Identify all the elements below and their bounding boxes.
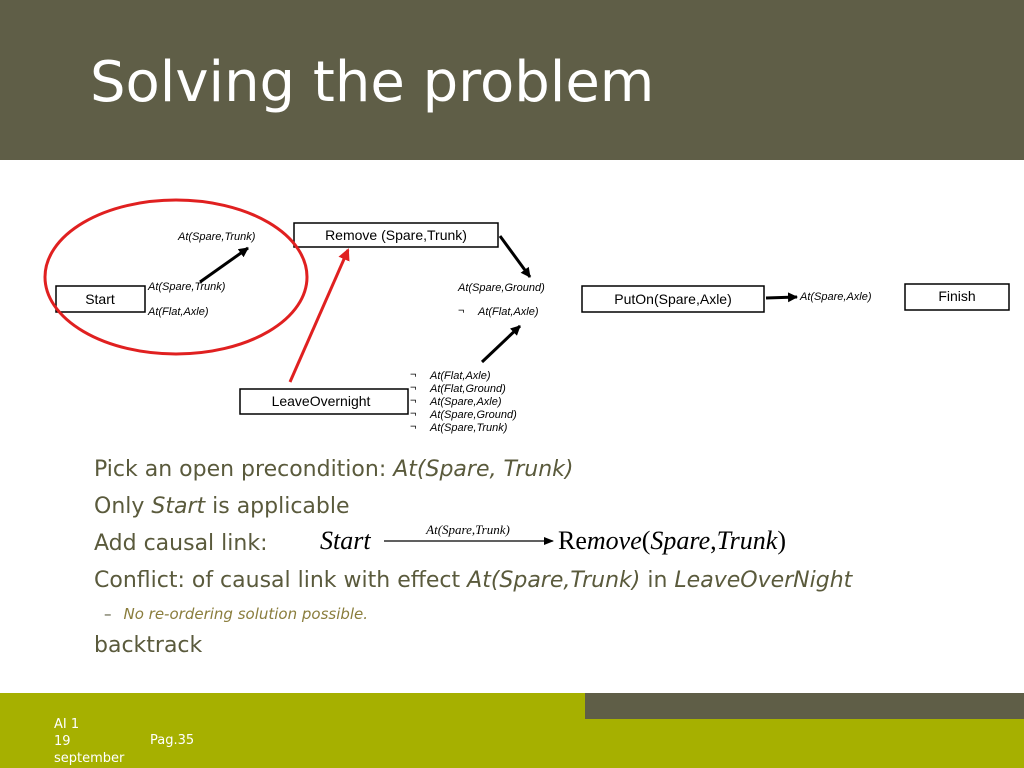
conflict-effect-term: At(Spare,Trunk) (467, 568, 641, 593)
bullet-only-start: Only Start is applicable (94, 494, 350, 519)
start-node (55, 285, 146, 313)
slide-title: Solving the problem (90, 50, 655, 115)
pick-precondition-term: At(Spare, Trunk) (393, 457, 574, 482)
remove-node (293, 222, 499, 248)
svg-text:¬: ¬ (410, 369, 416, 381)
link-leave-to-puton (480, 324, 522, 364)
formula-from: Start (320, 526, 371, 555)
bullet-backtrack: backtrack (94, 633, 203, 658)
leaveovernight-node (239, 388, 409, 415)
leaveovernight-node-label: LeaveOvernight (272, 393, 371, 409)
svg-text:¬: ¬ (410, 382, 416, 394)
leave-effect-3: At(Spare,Axle) (429, 396, 502, 408)
start-node-label: Start (85, 291, 115, 307)
footer-course: AI 1 19 september (54, 717, 125, 766)
bullet-pick-precondition: Pick an open precondition: At(Spare, Tru… (94, 457, 574, 482)
leave-effect-1: At(Flat,Axle) (429, 370, 491, 382)
causal-link-formula: Start At(Spare,Trunk) Remove(Spare,Trunk… (320, 522, 786, 555)
bullet-conflict: Conflict: of causal link with effect At(… (94, 568, 853, 593)
svg-text:¬: ¬ (410, 395, 416, 407)
link-start-to-remove (199, 246, 249, 284)
title-bar: Solving the problem (0, 0, 1024, 160)
formula-link-label: At(Spare,Trunk) (425, 522, 510, 537)
svg-text:¬: ¬ (410, 408, 416, 420)
puton-precondition-1: At(Spare,Ground) (457, 282, 545, 294)
puton-node-label: PutOn(Spare,Axle) (614, 291, 732, 307)
svg-text:¬: ¬ (410, 421, 416, 433)
puton-node (581, 285, 765, 313)
start-effect-2: At(Flat,Axle) (147, 306, 209, 318)
leaveovernight-effects: ¬ At(Flat,Axle) ¬ At(Flat,Ground) ¬ At(Spar… (410, 369, 517, 434)
remove-node-label: Remove (Spare,Trunk) (325, 227, 467, 243)
plan-diagram: Start Remove (Spare,Trunk) PutOn(Spare,A… (43, 198, 1010, 434)
link-remove-to-puton (498, 235, 532, 278)
start-effect-1: At(Spare,Trunk) (147, 281, 226, 293)
sub-bullet-no-reordering: –No re-ordering solution possible. (104, 605, 369, 623)
leave-effect-5: At(Spare,Trunk) (429, 422, 508, 434)
link-puton-to-finish (765, 292, 798, 303)
remove-precondition: At(Spare,Trunk) (177, 231, 256, 243)
bullet-add-causal-link: Add causal link: (94, 531, 268, 556)
negation-mark: ¬ (458, 305, 464, 317)
puton-precondition-2: At(Flat,Axle) (477, 306, 539, 318)
finish-precondition: At(Spare,Axle) (799, 291, 872, 303)
highlight-circle (43, 198, 309, 356)
footer-page-number: Pag.35 (150, 733, 195, 748)
finish-node (904, 283, 1010, 311)
start-term: Start (151, 494, 206, 519)
footer-accent-bar (585, 693, 1024, 719)
leave-effect-4: At(Spare,Ground) (429, 409, 517, 421)
leave-effect-2: At(Flat,Ground) (429, 383, 506, 395)
formula-to: Remove(Spare,Trunk) (558, 526, 786, 555)
finish-node-label: Finish (938, 288, 975, 304)
threat-arrow (288, 248, 350, 383)
dash-marker: – (104, 605, 112, 623)
conflict-action-term: LeaveOverNight (674, 568, 853, 593)
